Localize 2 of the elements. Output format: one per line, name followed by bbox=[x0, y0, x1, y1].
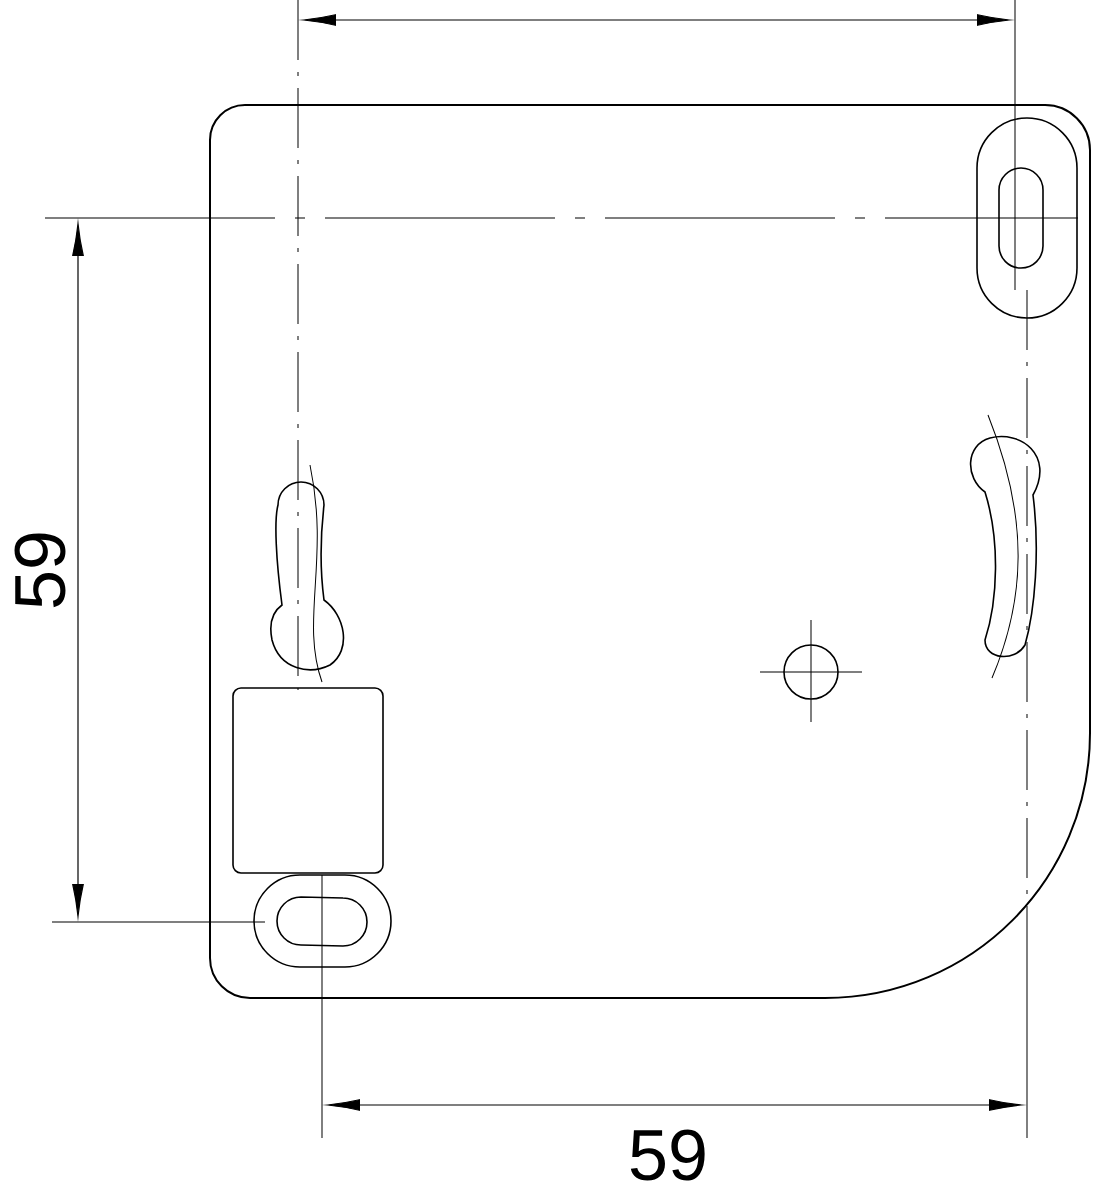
dimension-text: 59 bbox=[14, 533, 66, 608]
dimension-text: 59 bbox=[630, 1129, 705, 1181]
